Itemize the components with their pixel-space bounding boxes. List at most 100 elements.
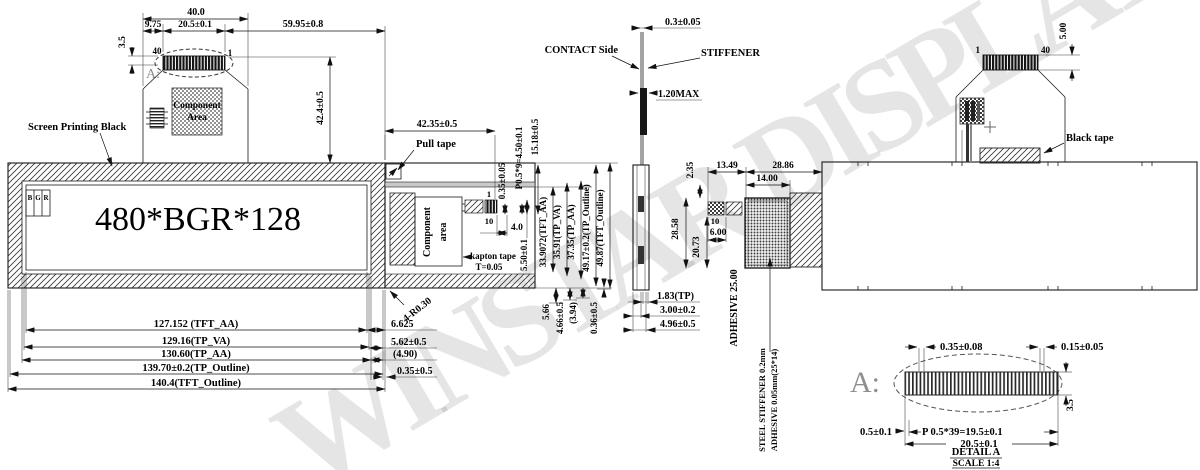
detail-a-title: DETAIL A <box>952 447 1001 458</box>
stiffener-label: STIFFENER <box>701 48 760 59</box>
pull-tape: Pull tape <box>385 139 456 180</box>
small-component-icon <box>146 107 168 129</box>
back-view: Component area 1 10 kapton tape T=0.05 4… <box>384 118 618 334</box>
rear-edge-ticks <box>857 162 1153 290</box>
fpc-pin40-label: 40 <box>153 46 163 56</box>
dim-4-96: 4.96±0.5 <box>660 319 696 330</box>
dim-tp-outline: 139.70±0.2(TP_Outline) <box>142 363 250 374</box>
front-view: B G R 480*BGR*128 Screen Printing Black <box>7 122 386 289</box>
dim-detail-35: 3.5 <box>1066 399 1076 411</box>
contact-side-label: CONTACT Side <box>545 45 619 56</box>
dim-14-00: 14.00 <box>756 174 778 184</box>
dim-3-00: 3.00±0.2 <box>660 305 696 316</box>
dim-tft-aa: 127.152 (TFT_AA) <box>154 319 239 330</box>
active-area-resolution: 480*BGR*128 <box>95 201 301 238</box>
dim-detail-205: 20.5±0.1 <box>960 439 997 450</box>
pull-tape-label: Pull tape <box>416 139 456 150</box>
dim-pitch: P0.5*9=4.50±0.1 <box>514 126 524 189</box>
steel-stiffener-label: STEEL STIFFENER 0.2mm <box>757 348 767 452</box>
dim-tp-aa-v: 37.35(TP_AA) <box>566 204 576 259</box>
dim-0-3: 0.3±0.05 <box>665 17 701 28</box>
tp-pin10-label: 10 <box>485 216 494 226</box>
tp-pin1-label: 1 <box>487 189 491 199</box>
dim-13-49: 13.49 <box>716 161 738 171</box>
dim-connector-height: 3.5 <box>118 36 128 48</box>
dim-back-span: 42.35±0.5 <box>417 119 458 130</box>
dim-28-58: 28.58 <box>671 218 681 240</box>
kapton-tape-label: kapton tape T=0.05 <box>462 251 516 272</box>
adhesive2-label: ADHESIVE 0.05mm(25*14) <box>769 349 779 452</box>
fpc-pin1-label: 1 <box>228 48 233 58</box>
black-tape-label: Black tape <box>1066 133 1114 144</box>
dim-detail-05: 0.5±0.1 <box>860 427 892 438</box>
rear-pin1-label: 1 <box>976 45 981 55</box>
dim-tft-outline: 140.4(TFT_Outline) <box>151 378 242 389</box>
side-view: 0.3±0.05 CONTACT Side STIFFENER 1.20MAX <box>545 17 760 333</box>
dim-0-35: 0.35±0.05 <box>497 162 507 199</box>
fpc-hatched-area <box>389 192 416 266</box>
detail-a: A: 0.35±0.08 0.15±0.05 3.5 0. <box>850 342 1104 469</box>
detail-a-reference: A: <box>146 67 160 82</box>
kapton-line1: kapton tape <box>470 251 516 261</box>
front-view-dimensions: 127.152 (TFT_AA) 129.16(TP_VA) 130.60(TP… <box>7 272 437 392</box>
dim-right-562: 5.62±0.5 <box>391 337 427 348</box>
dim-28-86: 28.86 <box>772 161 794 171</box>
dim-fpc-width: 40.0 <box>187 7 205 18</box>
dim-detail-035: 0.35±0.08 <box>940 342 983 353</box>
dim-tft-aa-v: 33.9072(TFT_AA) <box>538 197 548 267</box>
dim-6-00: 6.00 <box>710 228 727 238</box>
rear-view: 1 40 Black tape 5.00 <box>821 22 1198 291</box>
dim-detail-015: 0.15±0.05 <box>1061 342 1104 353</box>
rear-pin40-label: 40 <box>1041 45 1051 55</box>
stiffener-bar <box>640 88 647 135</box>
dim-right-035: 0.35±0.5 <box>397 366 433 377</box>
detail-a-scale: SCALE 1:4 <box>953 459 1000 469</box>
dim-5-50: 5.50±0.1 <box>519 239 529 271</box>
detail-a-ref: A: <box>850 366 880 399</box>
dim-4-0: 4.0 <box>511 223 523 233</box>
dim-connector-width: 20.5±0.1 <box>178 20 212 30</box>
dim-right-6625: 6.625 <box>391 319 414 330</box>
dim-right-span: 59.95±0.8 <box>283 19 324 30</box>
dim-3-94: (3.94) <box>568 302 578 324</box>
component-area-back: Component area <box>414 196 463 267</box>
detail-a-pin-strip <box>904 371 1059 396</box>
rear-connector-pins <box>982 54 1039 71</box>
dim-1-20: 1.20MAX <box>658 89 700 100</box>
dim-offset: 9.75 <box>145 20 162 30</box>
component-area-line2: Area <box>187 113 207 123</box>
adhesive-label: ADHESIVE 25.00 <box>729 269 740 346</box>
dim-5-00: 5.00 <box>1059 22 1069 39</box>
dim-tp-va: 129.16(TP_VA) <box>162 336 231 347</box>
component-area-back-line2: area <box>438 223 449 242</box>
dim-right-490: (4.90) <box>393 349 417 360</box>
dim-2-35: 2.35 <box>686 161 696 178</box>
component-area-front: Component Area <box>171 87 223 136</box>
dim-20-73: 20.73 <box>692 236 702 258</box>
stiffener-pin10-label: 10 <box>711 216 720 226</box>
kapton-line2: T=0.05 <box>476 262 503 272</box>
pixel-g-label: G <box>35 194 41 202</box>
tp-fpc-connector <box>484 199 498 214</box>
component-area-back-line1: Component <box>422 206 433 257</box>
dim-tft-outline-v: 49.87(TFT_Outline) <box>595 189 605 266</box>
dim-detail-pitch: P 0.5*39=19.5±0.1 <box>922 427 1003 438</box>
bgr-pixel-detail: B G R <box>25 189 51 217</box>
steel-stiffener-area <box>744 197 791 269</box>
dim-4-66: 4.66±0.5 <box>555 302 565 334</box>
dim-tp-aa: 130.60(TP_AA) <box>161 349 231 360</box>
dim-5-66: 5.66 <box>541 304 551 320</box>
black-tape-area <box>979 147 1041 164</box>
dim-1-83: 1.83(TP) <box>657 291 694 302</box>
dim-0-36: 0.36±0.5 <box>589 302 599 334</box>
screen-printing-label: Screen Printing Black <box>28 122 127 133</box>
alignment-cross <box>984 121 996 133</box>
adhesive-hatched-area <box>789 192 823 268</box>
dim-tp-va-v: 35.91(TP_VA) <box>552 205 562 259</box>
pixel-r-label: R <box>43 194 49 202</box>
dim-tp-outline-v: 49.17±0.2(TP_Outline) <box>581 184 591 271</box>
dim-15-18: 15.18±0.5 <box>530 118 540 155</box>
fpc-top-view: 40 1 A: Component Area 40 <box>118 7 386 164</box>
